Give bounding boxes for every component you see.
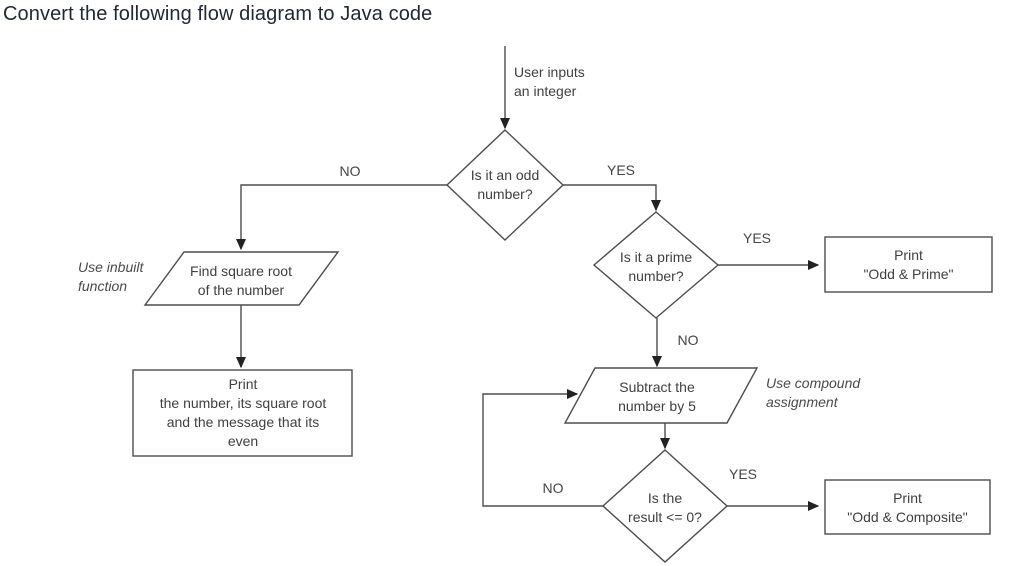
edge-label-odd-no: NO [339,163,361,179]
edge-odd-yes [563,184,662,212]
start-label: User inputs an integer [514,64,585,99]
sqrt-io-label: Find square root of the number [190,263,292,298]
subtract-io-parallelogram [563,367,759,424]
annotation-inbuilt-function: Use inbuilt function [78,259,144,294]
print-odd-composite-label: Print "Odd & Composite" [847,490,968,525]
result-decision-diamond [601,449,729,563]
edge-label-prime-yes: YES [742,230,771,246]
edge-result-no-loop [482,388,603,507]
result-decision-label: Is the result <= 0? [628,490,702,525]
print-odd-prime-rect [824,236,993,293]
odd-decision-label: Is it an odd number? [470,167,540,202]
prime-decision-label: Is it a prime number? [619,249,693,284]
prime-decision-diamond [592,211,720,319]
print-odd-prime-label: Print "Odd & Prime" [863,247,954,282]
edge-label-result-no: NO [542,480,564,496]
print-even-label: Print the number, its square root and th… [159,376,327,449]
page-title: Convert the following flow diagram to Ja… [3,3,433,25]
print-odd-composite-rect [824,479,991,535]
annotation-compound-assignment: Use compound assignment [766,375,861,410]
odd-decision-diamond [445,129,565,241]
edge-odd-no [235,184,447,251]
subtract-io-label: Subtract the number by 5 [618,379,696,414]
edge-label-result-yes: YES [728,466,757,482]
sqrt-io-parallelogram [143,251,340,306]
edge-label-prime-no: NO [677,332,699,348]
edge-label-odd-yes: YES [606,162,635,178]
print-even-rect [132,369,353,457]
